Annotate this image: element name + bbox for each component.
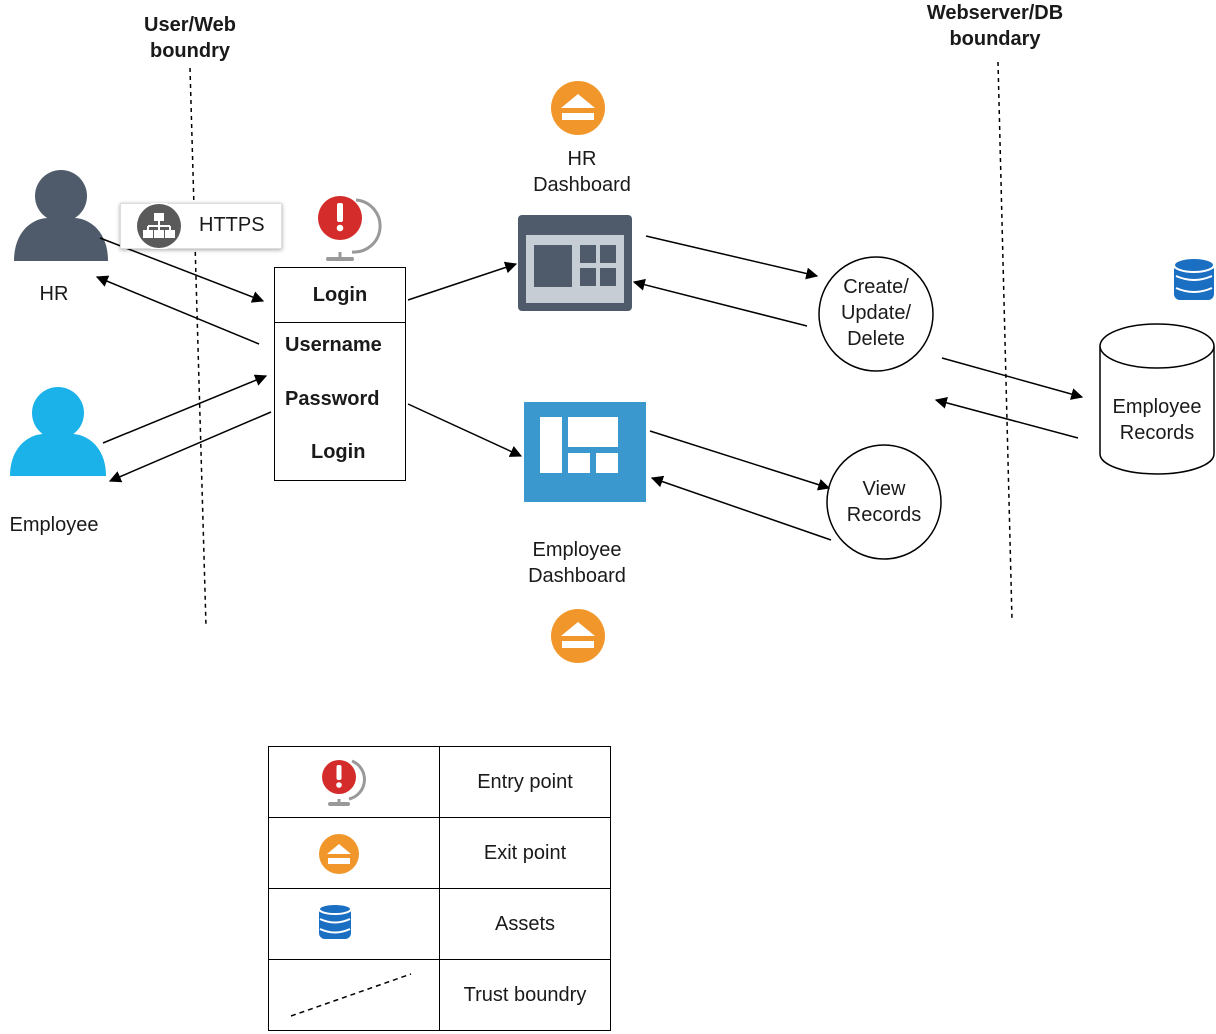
legend-row-assets: Assets bbox=[268, 888, 611, 960]
legend-row-trust: Trust boundry bbox=[268, 959, 611, 1031]
employee-dashboard-icon bbox=[524, 402, 646, 502]
user-web-boundary-label: User/Web boundry bbox=[144, 14, 236, 62]
crud-process-circle bbox=[818, 256, 934, 372]
arrow-login-to-employee-dashboard bbox=[407, 403, 523, 457]
legend-table: Entry point Exit point Assets bbox=[268, 746, 611, 1031]
https-label: HTTPS bbox=[199, 214, 265, 236]
legend-database-icon bbox=[318, 903, 352, 939]
legend-assets-label: Assets bbox=[439, 888, 611, 960]
password-field-label: Password bbox=[285, 388, 380, 410]
user-web-boundary-line bbox=[189, 67, 207, 627]
arrow-crud-to-hr-dashboard bbox=[632, 278, 808, 327]
hr-actor-icon bbox=[14, 170, 108, 261]
arrow-employee-dashboard-to-view bbox=[649, 430, 831, 491]
web-db-boundary-label: Webserver/DB boundary bbox=[926, 2, 1064, 50]
exit-point-icon-employee bbox=[551, 609, 605, 663]
login-form-box: Login Username Password Login bbox=[274, 267, 406, 481]
arrow-view-to-employee-dashboard bbox=[650, 475, 832, 541]
hr-dashboard-icon bbox=[518, 215, 632, 311]
https-protocol-badge: HTTPS bbox=[120, 203, 282, 249]
legend-entry-label: Entry point bbox=[439, 746, 611, 818]
view-records-process-circle bbox=[826, 444, 942, 560]
arrow-login-to-hr-dashboard bbox=[407, 261, 518, 301]
entry-point-icon bbox=[318, 196, 382, 261]
login-button-label: Login bbox=[311, 441, 366, 463]
username-field-label: Username bbox=[285, 334, 382, 356]
employee-records-label: Employee Records bbox=[1112, 396, 1202, 444]
view-records-process-label: View Records bbox=[846, 478, 922, 526]
legend-exit-label: Exit point bbox=[439, 817, 611, 889]
arrow-login-to-hr bbox=[95, 275, 260, 345]
arrow-login-to-employee bbox=[108, 411, 272, 483]
legend-row-exit: Exit point bbox=[268, 817, 611, 889]
database-icon bbox=[1173, 257, 1215, 300]
network-icon bbox=[135, 203, 183, 249]
crud-process-label: Create/ Update/ Delete bbox=[840, 276, 912, 350]
employee-actor-label: Employee bbox=[9, 514, 99, 536]
arrow-records-to-crud bbox=[934, 396, 1079, 439]
employee-actor-icon bbox=[10, 387, 106, 476]
arrow-crud-to-records bbox=[941, 357, 1084, 400]
hr-dashboard-label: HR Dashboard bbox=[533, 148, 631, 196]
arrow-hr-dashboard-to-crud bbox=[645, 235, 819, 280]
arrow-employee-to-login bbox=[102, 374, 268, 444]
legend-exit-point-icon bbox=[319, 834, 359, 874]
legend-dashed-line-icon bbox=[290, 973, 412, 1017]
legend-entry-point-icon bbox=[322, 759, 366, 806]
web-db-boundary-line bbox=[997, 61, 1013, 621]
employee-dashboard-label: Employee Dashboard bbox=[528, 539, 626, 587]
employee-records-datastore bbox=[1099, 323, 1215, 475]
legend-trust-label: Trust boundry bbox=[439, 959, 611, 1031]
login-title: Login bbox=[275, 268, 405, 323]
hr-actor-label: HR bbox=[39, 283, 69, 305]
exit-point-icon-hr bbox=[551, 81, 605, 135]
legend-row-entry: Entry point bbox=[268, 746, 611, 818]
